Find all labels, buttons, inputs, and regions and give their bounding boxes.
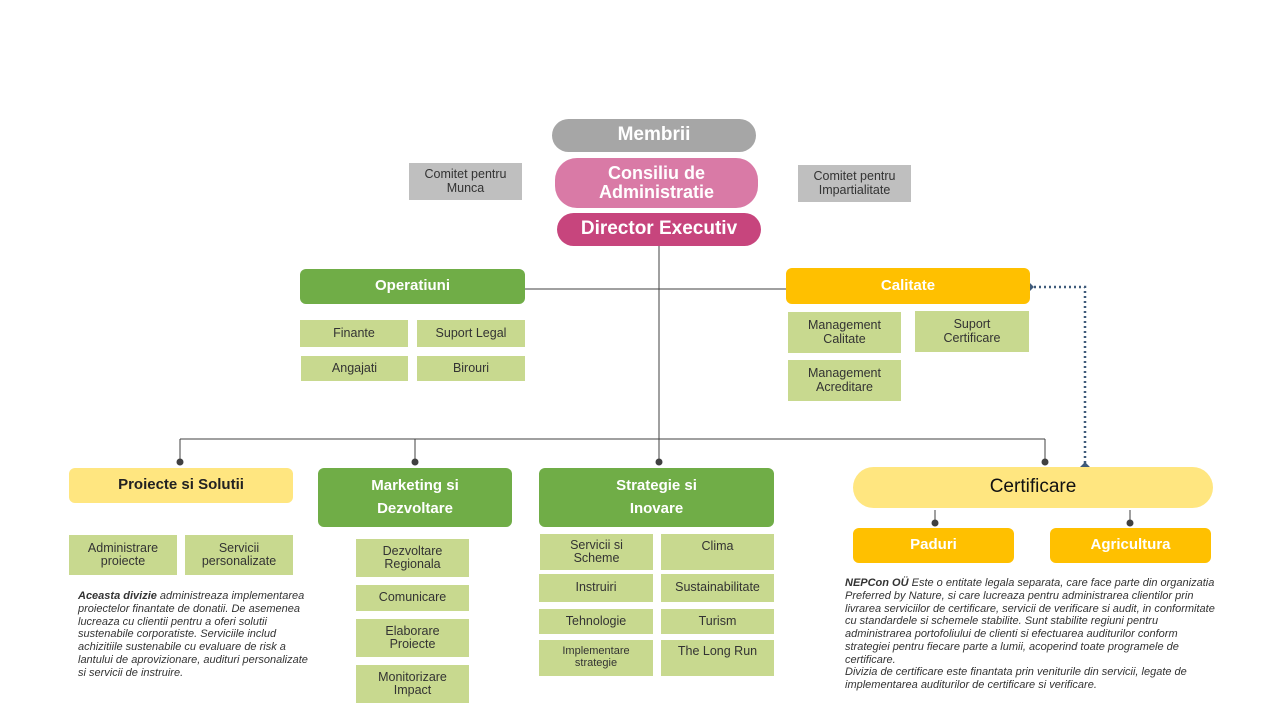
impartiality-committee-line1: Comitet pentru: [813, 169, 896, 183]
admin-line1: Administrare: [87, 540, 159, 555]
agriculture-label: Agricultura: [1090, 536, 1171, 554]
projects-item-services: Servicii personalizate: [185, 535, 293, 575]
marketing-title-line1: Marketing si: [371, 477, 459, 494]
strategy-item-sustainability: Sustainabilitate: [661, 574, 774, 602]
projects-note-text: administreaza implementarea proiectelor …: [78, 590, 308, 679]
services-line1: Servicii: [218, 540, 260, 555]
dot-projects: [176, 458, 184, 466]
board-label-line1: Consiliu de: [607, 162, 705, 183]
forests-label: Paduri: [910, 536, 957, 554]
work-committee-line2: Munca: [446, 180, 485, 195]
legal-support-label: Suport Legal: [435, 325, 507, 340]
services-line2: personalizate: [201, 554, 277, 568]
projects-description: Aceasta divizie administreaza implementa…: [78, 590, 308, 679]
support-cert-line1: Suport: [953, 317, 991, 331]
mgmt-accred-line2: Acreditare: [816, 379, 873, 394]
operations-item-offices: Birouri: [417, 356, 525, 381]
operations-item-finance: Finante: [300, 320, 408, 347]
impartiality-committee-box: Comitet pentru Impartialitate: [798, 165, 911, 202]
strategy-header: Strategie si Inovare: [539, 468, 774, 527]
strategy-item-schemes: Servicii si Scheme: [540, 534, 653, 570]
quality-header: Calitate: [786, 268, 1030, 304]
implementation-line1: Implementare: [562, 645, 630, 658]
projects-note-bold: Aceasta divizie: [78, 590, 157, 602]
proposals-line1: Elaborare: [385, 623, 440, 638]
schemes-line2: Scheme: [573, 551, 620, 565]
dot-forests: [931, 519, 939, 527]
quality-certification-dotted-line: [1029, 285, 1087, 467]
certification-header: Certificare: [853, 467, 1213, 508]
impact-line2: Impact: [393, 683, 432, 697]
projects-header: Proiecte si Solutii: [69, 468, 293, 503]
members-box: Membrii: [552, 119, 756, 152]
sustainability-label: Sustainabilitate: [675, 580, 760, 595]
dot-marketing: [411, 458, 419, 466]
strategy-title-line1: Strategie si: [616, 477, 697, 494]
director-label: Director Executiv: [580, 218, 738, 240]
marketing-item-communication: Comunicare: [356, 585, 469, 611]
strategy-item-climate: Clima: [661, 534, 774, 570]
employees-label: Angajati: [331, 360, 378, 375]
marketing-item-proposals: Elaborare Proiecte: [356, 619, 469, 657]
operations-header: Operatiuni: [300, 269, 525, 304]
certification-note-text: Este o entitate legala separata, care fa…: [845, 577, 1215, 666]
admin-line2: proiecte: [100, 554, 146, 568]
marketing-header: Marketing si Dezvoltare: [318, 468, 512, 527]
work-committee-box: Comitet pentru Munca: [409, 163, 522, 200]
tourism-label: Turism: [698, 613, 737, 628]
regional-line1: Dezvoltare: [382, 543, 443, 558]
director-box: Director Executiv: [557, 213, 761, 246]
quality-item-mgmt-accred: Management Acreditare: [788, 360, 901, 401]
marketing-item-regional: Dezvoltare Regionala: [356, 539, 469, 577]
certification-note-text2: Divizia de certificare este finantata pr…: [845, 666, 1187, 691]
quality-item-mgmt-quality: Management Calitate: [788, 312, 901, 353]
strategy-item-implementation: Implementare strategie: [539, 640, 653, 676]
dot-agriculture: [1126, 519, 1134, 527]
long-run-label: The Long Run: [677, 644, 758, 658]
operations-title: Operatiuni: [374, 277, 450, 295]
proposals-line2: Proiecte: [389, 637, 436, 651]
forests-box: Paduri: [853, 528, 1014, 563]
schemes-line1: Servicii si: [570, 537, 623, 552]
work-committee-line1: Comitet pentru: [424, 167, 507, 181]
finance-label: Finante: [333, 325, 375, 340]
mgmt-quality-line2: Calitate: [823, 331, 866, 346]
board-label-line2: Administratie: [598, 182, 715, 202]
strategy-item-tools: Instruiri: [539, 574, 653, 602]
regional-line2: Regionala: [384, 557, 441, 571]
certification-description: NEPCon OÜ Este o entitate legala separat…: [845, 577, 1220, 692]
strategy-item-long-run: The Long Run: [661, 640, 774, 676]
mgmt-quality-line1: Management: [808, 318, 881, 332]
mgmt-accred-line1: Management: [808, 366, 881, 380]
communication-label: Comunicare: [378, 590, 447, 605]
strategy-item-technology: Tehnologie: [539, 609, 653, 634]
support-cert-line2: Certificare: [943, 330, 1001, 345]
operations-item-legal: Suport Legal: [417, 320, 525, 347]
members-label: Membrii: [617, 124, 691, 146]
dot-certification: [1041, 458, 1049, 466]
operations-item-employees: Angajati: [301, 356, 408, 381]
strategy-item-tourism: Turism: [661, 609, 774, 634]
strategy-title-line2: Inovare: [629, 499, 684, 517]
projects-title: Proiecte si Solutii: [118, 476, 244, 494]
tools-label: Instruiri: [575, 580, 617, 595]
certification-title: Certificare: [989, 476, 1077, 498]
technology-label: Tehnologie: [565, 613, 627, 628]
impartiality-committee-line2: Impartialitate: [818, 182, 891, 197]
quality-title: Calitate: [880, 276, 936, 294]
marketing-title-line2: Dezvoltare: [377, 499, 453, 517]
impact-line1: Monitorizare: [378, 669, 447, 684]
dot-strategy: [655, 458, 663, 466]
marketing-item-impact: Monitorizare Impact: [356, 665, 469, 703]
quality-item-support-cert: Suport Certificare: [915, 311, 1029, 352]
agriculture-box: Agricultura: [1050, 528, 1211, 563]
board-box: Consiliu de Administratie: [555, 158, 758, 208]
offices-label: Birouri: [452, 360, 490, 375]
certification-note-bold: NEPCon OÜ: [845, 577, 909, 589]
climate-label: Clima: [701, 539, 734, 553]
implementation-line2: strategie: [574, 657, 618, 669]
projects-item-admin: Administrare proiecte: [69, 535, 177, 575]
